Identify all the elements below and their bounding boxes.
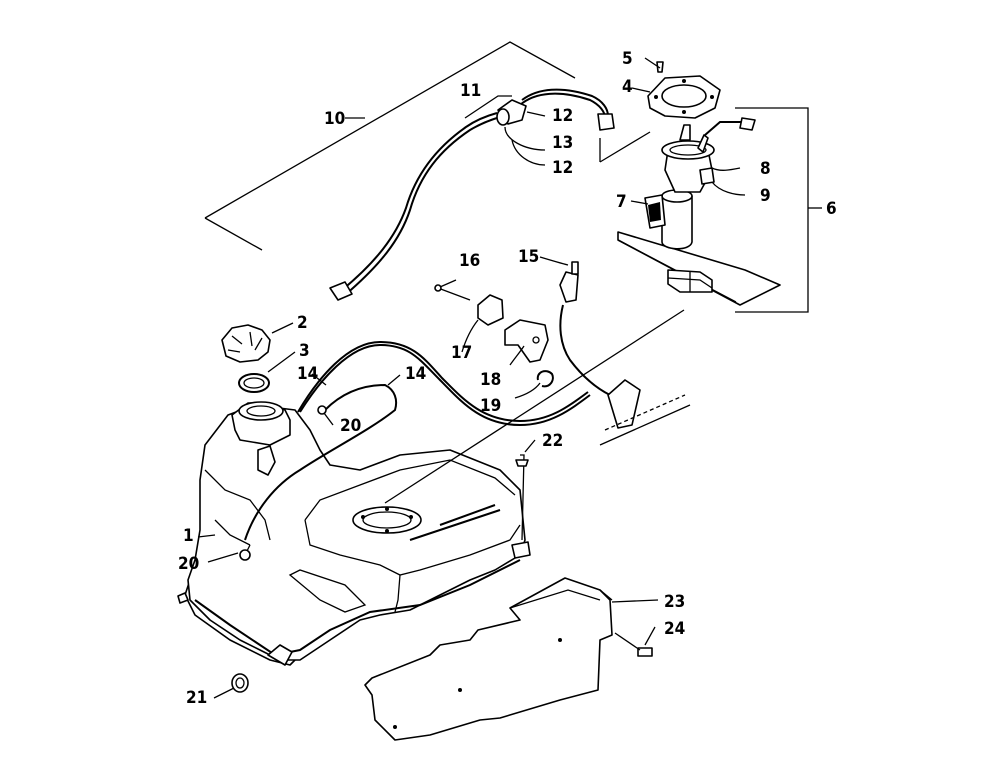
rivet-part bbox=[614, 632, 653, 657]
label-12-upper: 12 bbox=[552, 106, 573, 126]
label-20-lower: 20 bbox=[178, 554, 199, 574]
hose-clamp-part bbox=[536, 370, 554, 388]
label-21: 21 bbox=[186, 688, 207, 708]
grommet-part bbox=[231, 673, 249, 693]
label-14-right: 14 bbox=[405, 364, 426, 384]
filler-cap-part bbox=[221, 324, 271, 363]
label-11: 11 bbox=[460, 81, 481, 101]
vent-hose-part bbox=[244, 340, 591, 556]
gasket-screw-part bbox=[656, 61, 664, 73]
label-9: 9 bbox=[760, 186, 771, 206]
label-16: 16 bbox=[459, 251, 480, 271]
label-13: 13 bbox=[552, 133, 573, 153]
label-17: 17 bbox=[451, 343, 472, 363]
label-24: 24 bbox=[664, 619, 685, 639]
cap-gasket-part bbox=[238, 373, 270, 393]
leader-lines bbox=[197, 41, 822, 699]
label-18: 18 bbox=[480, 370, 501, 390]
label-19: 19 bbox=[480, 396, 501, 416]
mount-bracket-part bbox=[504, 319, 549, 363]
label-3: 3 bbox=[299, 341, 310, 361]
frame-bracket-part bbox=[599, 379, 691, 446]
label-6: 6 bbox=[826, 199, 837, 219]
fuel-line-part bbox=[329, 88, 615, 301]
bushing-part bbox=[477, 294, 504, 326]
label-2: 2 bbox=[297, 313, 308, 333]
label-14-left: 14 bbox=[297, 364, 318, 384]
label-5: 5 bbox=[622, 49, 633, 69]
shutoff-valve-part bbox=[559, 261, 611, 396]
label-10: 10 bbox=[324, 109, 345, 129]
choke-cable-part bbox=[434, 284, 471, 301]
mounting-plate-part bbox=[364, 577, 613, 741]
pump-gasket-part bbox=[647, 75, 721, 119]
label-4: 4 bbox=[622, 77, 633, 97]
label-1: 1 bbox=[183, 526, 194, 546]
label-12-lower: 12 bbox=[552, 158, 573, 178]
label-20-upper: 20 bbox=[340, 416, 361, 436]
fuel-pump-assembly-part bbox=[617, 117, 781, 306]
label-23: 23 bbox=[664, 592, 685, 612]
part-labels: 1 2 3 4 5 6 7 8 9 10 11 12 13 12 14 14 1… bbox=[178, 49, 837, 708]
inline-fuel-filter-part bbox=[496, 99, 527, 126]
label-8: 8 bbox=[760, 159, 771, 179]
label-15: 15 bbox=[518, 247, 539, 267]
fuel-tank-part bbox=[177, 401, 531, 666]
bolt-part bbox=[515, 454, 529, 541]
vent-clamp-part bbox=[239, 549, 251, 561]
label-22: 22 bbox=[542, 431, 563, 451]
label-7: 7 bbox=[616, 192, 627, 212]
